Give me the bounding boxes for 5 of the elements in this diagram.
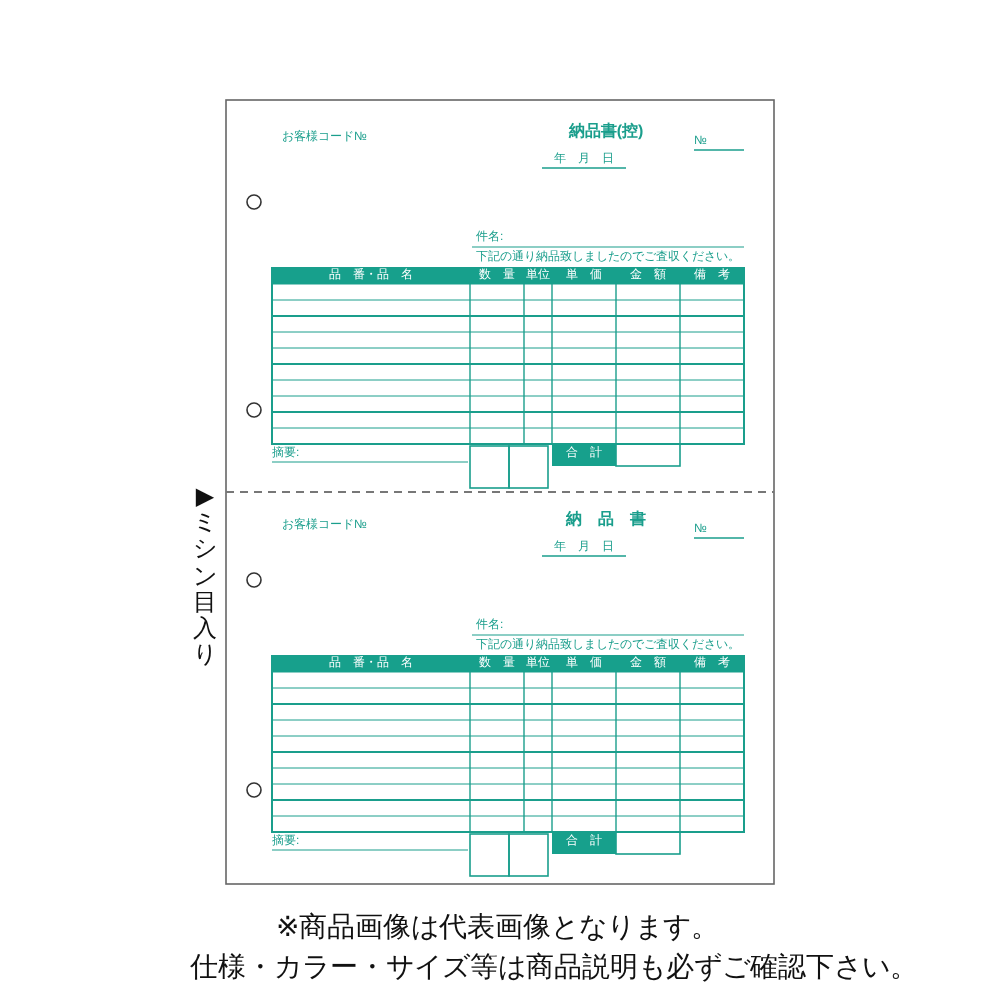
footnote-text: 仕様・カラー・サイズ等は商品説明も必ずご確認下さい。 (190, 952, 918, 980)
form-title: 納品書(控) (566, 124, 646, 140)
perforation-note: ▶ミシン目入り (192, 484, 218, 669)
footnote-text: ※商品画像は代表画像となります。 (276, 912, 720, 940)
form-title: 納 品 書 (563, 512, 648, 528)
